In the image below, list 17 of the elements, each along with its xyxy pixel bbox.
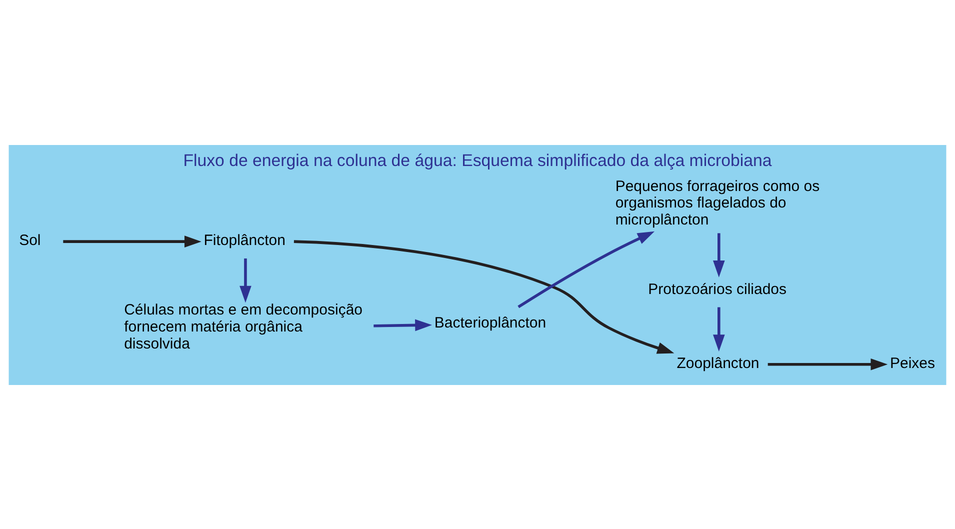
node-text: Protozoários ciliados: [648, 280, 787, 298]
node-text: Fitoplâncton: [204, 232, 286, 249]
node-text: Células mortas e em decomposição fornecem matéria orgânica dissolvida: [124, 301, 363, 352]
arrow: [518, 230, 655, 308]
node-text: Pequenos forrageiros como os organismos flagelados do microplâncton: [615, 177, 820, 228]
arrow: [63, 235, 202, 247]
arrow: [712, 232, 725, 277]
arrow: [374, 318, 432, 331]
arrow: [294, 240, 674, 354]
arrow: [712, 306, 725, 352]
arrow: [240, 258, 252, 302]
node-text: Sol: [19, 232, 41, 249]
node-text: Bacterioplâncton: [434, 314, 546, 332]
arrow: [768, 358, 888, 370]
node-text: Zooplâncton: [676, 354, 760, 372]
diagram-title: Fluxo de energia na coluna de água: Esquema simplificado da alça microbiana: [183, 150, 772, 170]
node-text: Peixes: [890, 354, 936, 372]
